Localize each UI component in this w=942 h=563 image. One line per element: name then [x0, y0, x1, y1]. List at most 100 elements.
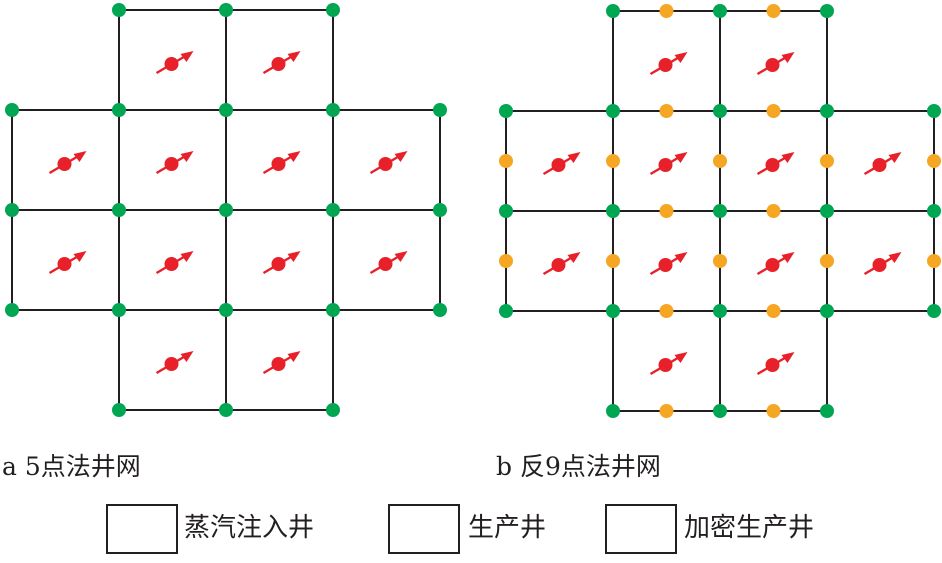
caption-panel-a: a 5点法井网 [2, 452, 141, 481]
steam-injection-well-icon [863, 152, 902, 176]
infill-production-well-icon [606, 254, 620, 268]
production-well-icon [433, 103, 447, 117]
steam-injection-well-icon [369, 251, 408, 275]
legend-infill-swatch [605, 504, 677, 554]
production-well-icon [713, 404, 727, 418]
steam-injection-well-icon [262, 351, 301, 375]
production-well-icon [326, 403, 340, 417]
production-well-icon [219, 103, 233, 117]
production-well-icon [112, 203, 126, 217]
infill-production-well-icon [606, 154, 620, 168]
panel-b-inverted-nine-spot-pattern [499, 4, 941, 418]
steam-injection-well-icon [649, 52, 688, 76]
caption-panel-b: b 反9点法井网 [496, 452, 661, 481]
steam-injection-well-icon [262, 251, 301, 275]
production-well-icon [433, 203, 447, 217]
production-well-icon [433, 303, 447, 317]
legend-label-injection-well: 蒸汽注入井 [184, 513, 315, 543]
injection-wells [48, 51, 408, 375]
steam-injection-well-icon [649, 252, 688, 276]
infill-production-well-icon [766, 4, 781, 18]
production-well-icon [820, 204, 834, 218]
production-well-icon [112, 303, 126, 317]
infill-production-well-icon [659, 204, 674, 218]
infill-production-wells [499, 4, 941, 418]
production-wells [5, 3, 447, 417]
steam-injection-well-icon [155, 51, 194, 75]
steam-injection-well-icon [155, 351, 194, 375]
production-well-icon [820, 104, 834, 118]
steam-injection-well-icon [756, 252, 795, 276]
production-well-icon [326, 203, 340, 217]
production-well-icon [499, 104, 513, 118]
production-well-icon [112, 403, 126, 417]
infill-production-well-icon [766, 304, 781, 318]
production-well-icon [713, 4, 727, 18]
production-well-icon [326, 103, 340, 117]
infill-production-well-icon [713, 154, 727, 168]
infill-production-well-icon [766, 104, 781, 118]
production-well-icon [606, 404, 620, 418]
steam-injection-well-icon [542, 252, 581, 276]
steam-injection-well-icon [155, 151, 194, 175]
production-well-icon [606, 204, 620, 218]
production-well-icon [927, 204, 941, 218]
infill-production-well-icon [766, 404, 781, 418]
infill-production-well-icon [499, 154, 513, 168]
production-well-icon [326, 3, 340, 17]
production-well-icon [820, 304, 834, 318]
steam-injection-well-icon [756, 52, 795, 76]
steam-injection-well-icon [48, 251, 87, 275]
injection-wells [542, 52, 902, 376]
steam-injection-well-icon [756, 152, 795, 176]
infill-production-well-icon [927, 254, 941, 268]
production-well-icon [219, 203, 233, 217]
infill-production-well-icon [766, 204, 781, 218]
production-well-icon [713, 204, 727, 218]
legend-label-production-well: 生产井 [468, 513, 547, 543]
infill-production-well-icon [927, 154, 941, 168]
legend-label-infill-well: 加密生产井 [684, 513, 815, 543]
steam-injection-well-icon [48, 151, 87, 175]
legend-injection-swatch [106, 504, 178, 554]
steam-injection-well-icon [262, 51, 301, 75]
infill-production-well-icon [820, 154, 834, 168]
grid-lines [11, 9, 441, 411]
steam-injection-well-icon [649, 152, 688, 176]
steam-injection-well-icon [542, 152, 581, 176]
infill-production-well-icon [499, 254, 513, 268]
production-well-icon [5, 203, 19, 217]
production-well-icon [219, 303, 233, 317]
production-well-icon [499, 204, 513, 218]
production-well-icon [606, 104, 620, 118]
steam-injection-well-icon [155, 251, 194, 275]
legend-production-swatch [388, 504, 460, 554]
infill-production-well-icon [820, 254, 834, 268]
production-well-icon [820, 404, 834, 418]
production-wells [499, 4, 941, 418]
steam-injection-well-icon [262, 151, 301, 175]
production-well-icon [326, 303, 340, 317]
production-well-icon [499, 304, 513, 318]
production-well-icon [606, 304, 620, 318]
infill-production-well-icon [659, 404, 674, 418]
production-well-icon [5, 103, 19, 117]
steam-injection-well-icon [369, 151, 408, 175]
steam-injection-well-icon [649, 352, 688, 376]
production-well-icon [713, 104, 727, 118]
production-well-icon [927, 104, 941, 118]
production-well-icon [112, 103, 126, 117]
infill-production-well-icon [713, 254, 727, 268]
steam-injection-well-icon [863, 252, 902, 276]
panel-a-five-spot-pattern [5, 3, 447, 417]
production-well-icon [219, 403, 233, 417]
production-well-icon [606, 4, 620, 18]
production-well-icon [219, 3, 233, 17]
production-well-icon [5, 303, 19, 317]
production-well-icon [112, 3, 126, 17]
production-well-icon [820, 4, 834, 18]
production-well-icon [713, 304, 727, 318]
steam-injection-well-icon [756, 352, 795, 376]
infill-production-well-icon [659, 304, 674, 318]
